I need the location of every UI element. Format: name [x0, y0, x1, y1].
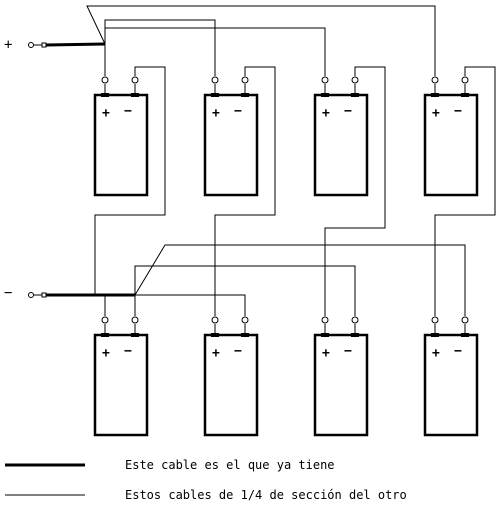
battery-minus-label: − [124, 344, 132, 359]
negative-terminal-label: − [4, 285, 12, 301]
battery-minus-label: − [454, 104, 462, 119]
battery-top-3: + − [313, 93, 369, 197]
battery-bottom-3: + − [313, 333, 369, 437]
wire-pos-t4 [86, 5, 436, 76]
battery-plus-label: + [102, 106, 110, 121]
wire-t2-b2 [214, 66, 276, 316]
battery-plus-label: + [102, 346, 110, 361]
wire-neg-b3 [134, 265, 356, 316]
wire-pos-t3 [104, 27, 326, 76]
wire-t4-b4 [434, 66, 496, 316]
battery-top-2: + − [203, 93, 259, 197]
thin-wires [34, 5, 496, 333]
battery-top-4: + − [423, 93, 479, 197]
terminal-rings [28, 42, 469, 324]
thick-cables [45, 42, 135, 297]
battery-plus-label: + [212, 106, 220, 121]
battery-minus-label: − [344, 344, 352, 359]
battery-minus-label: − [454, 344, 462, 359]
positive-terminal-label: + [4, 37, 12, 53]
battery-minus-label: − [234, 104, 242, 119]
battery-plus-label: + [322, 106, 330, 121]
battery-plus-label: + [432, 346, 440, 361]
wire-neg-b2 [135, 294, 246, 316]
main-cable-positive [45, 42, 106, 47]
battery-minus-label: − [344, 104, 352, 119]
wire-neg-b4 [134, 244, 466, 316]
battery-bottom-2: + − [203, 333, 259, 437]
battery-plus-label: + [322, 346, 330, 361]
battery-bottom-1: + − [93, 333, 149, 437]
battery-minus-label: − [124, 104, 132, 119]
legend: Este cable es el que ya tiene Estos cabl… [5, 458, 407, 502]
battery-minus-label: − [234, 344, 242, 359]
battery-plus-label: + [432, 106, 440, 121]
wire-t3-b3 [324, 66, 386, 316]
battery-plus-label: + [212, 346, 220, 361]
battery-bottom-4: + − [423, 333, 479, 437]
legend-thin-label: Estos cables de 1/4 de sección del otro [125, 488, 407, 502]
battery-top-1: + − [93, 93, 149, 197]
legend-thick-label: Este cable es el que ya tiene [125, 458, 335, 472]
